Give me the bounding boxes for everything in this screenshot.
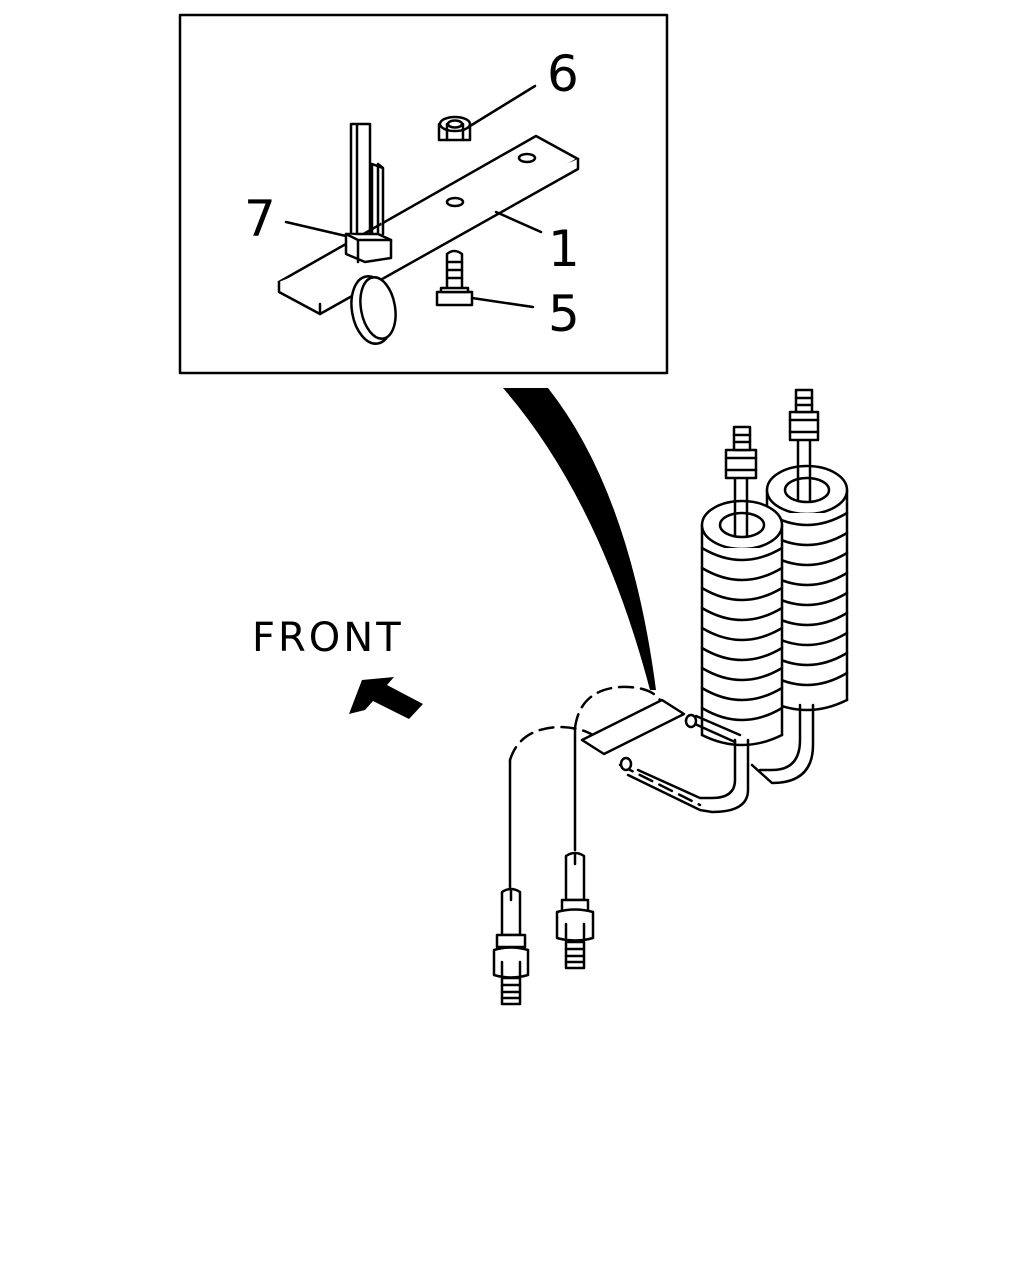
front-return-tube xyxy=(626,714,750,814)
detail-inset xyxy=(178,13,669,375)
detail-pointer-wedge xyxy=(503,388,656,690)
rear-coil xyxy=(765,388,849,712)
tube-end-ring xyxy=(619,756,633,772)
rear-return-tube xyxy=(750,703,815,785)
inset-frame xyxy=(178,13,669,375)
strap-clip xyxy=(344,122,397,345)
down-tubes xyxy=(508,726,577,890)
arrow-up-left-icon xyxy=(349,677,423,719)
leader-lines xyxy=(284,84,543,309)
bracket-plate xyxy=(277,134,580,316)
front-coil xyxy=(700,425,784,747)
callout-5: 5 xyxy=(548,285,580,343)
tube-end-ring xyxy=(684,713,698,729)
tube-clamp-band xyxy=(580,698,686,756)
flange-nut xyxy=(437,115,472,142)
front-label: FRONT xyxy=(252,615,404,661)
callout-7: 7 xyxy=(244,190,276,248)
right-fitting xyxy=(555,851,595,970)
flange-bolt xyxy=(435,249,474,307)
callout-1: 1 xyxy=(548,220,580,278)
coiled-tube-assembly xyxy=(492,388,849,1006)
callout-6: 6 xyxy=(547,45,579,103)
left-fitting xyxy=(492,887,530,1006)
